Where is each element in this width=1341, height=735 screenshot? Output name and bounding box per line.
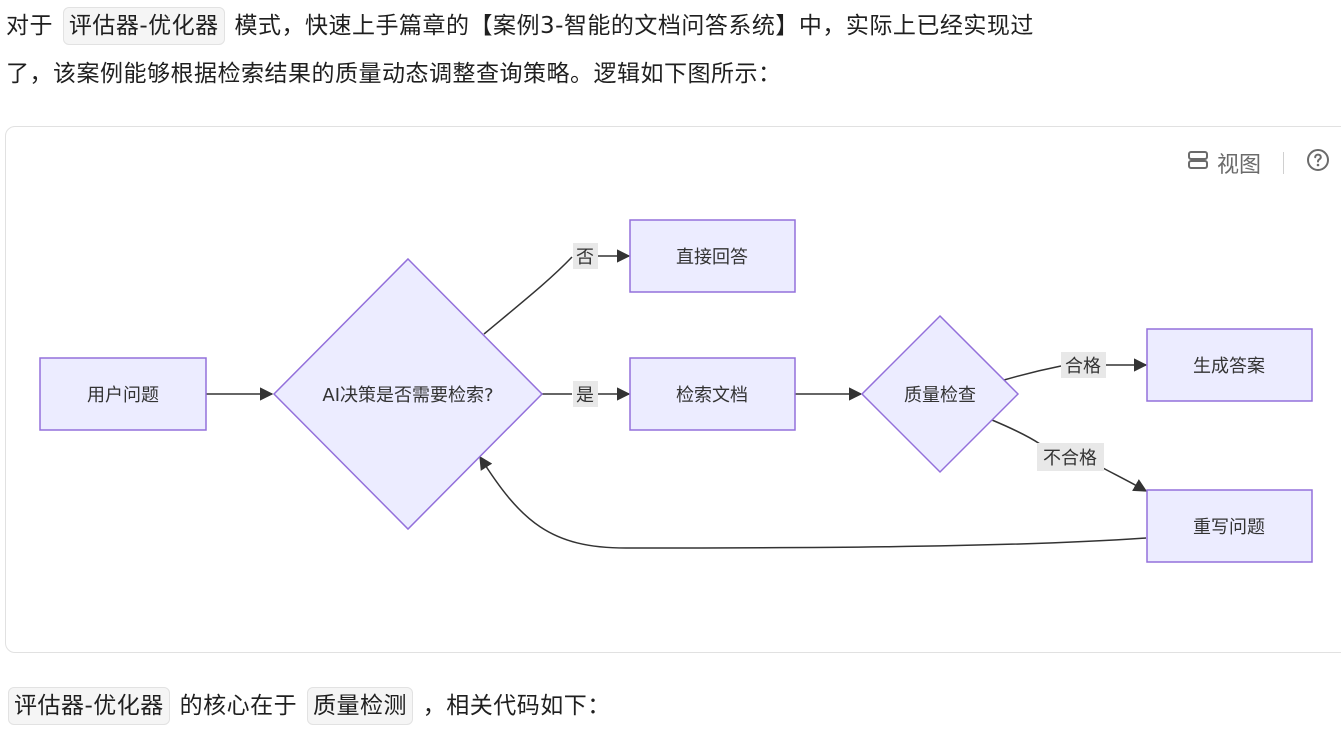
svg-text:质量检查: 质量检查 <box>904 385 976 406</box>
flowchart: 否 是 合格 不合格 用户问题 AI决策是否需要检索? <box>39 219 1313 563</box>
edge-label-no: 否 <box>573 243 598 269</box>
svg-text:AI决策是否需要检索?: AI决策是否需要检索? <box>322 385 493 406</box>
split-view-icon <box>1187 150 1209 176</box>
question-circle-icon <box>1306 148 1330 178</box>
node-ai-decision: AI决策是否需要检索? <box>272 257 544 531</box>
view-button-label: 视图 <box>1216 153 1261 178</box>
intro-paragraph: 对于 评估器-优化器 模式，快速上手篇章的【案例3-智能的文档问答系统】中，实际… <box>6 2 1034 98</box>
edge-label-fail: 不合格 <box>1037 443 1104 471</box>
edge-labels: 否 是 合格 不合格 <box>573 243 1106 471</box>
edge-quality-to-rewrite-tail <box>1100 466 1148 492</box>
node-rewrite-question: 重写问题 <box>1146 489 1313 563</box>
outro-mid: 的核心在于 <box>179 693 298 719</box>
inline-code-evaluator-2: 评估器-优化器 <box>8 687 170 725</box>
inline-code-evaluator: 评估器-优化器 <box>62 7 225 45</box>
svg-text:用户问题: 用户问题 <box>87 385 159 406</box>
intro-line-2: 了，该案例能够根据检索结果的质量动态调整查询策略。逻辑如下图所示： <box>6 61 782 87</box>
svg-text:不合格: 不合格 <box>1043 448 1097 469</box>
svg-text:生成答案: 生成答案 <box>1193 356 1265 377</box>
edge-label-pass: 合格 <box>1061 352 1106 378</box>
edge-label-yes: 是 <box>573 381 598 407</box>
edge-quality-to-generate <box>1003 365 1062 381</box>
edge-rewrite-to-decision <box>479 455 1147 549</box>
svg-text:重写问题: 重写问题 <box>1193 517 1265 538</box>
outro-rest: ，相关代码如下： <box>422 693 611 719</box>
flowchart-card: 视图 <box>5 126 1341 653</box>
node-retrieve-docs: 检索文档 <box>629 357 796 431</box>
inline-code-quality-check: 质量检测 <box>306 687 413 725</box>
intro-line1-rest: 模式，快速上手篇章的【案例3-智能的文档问答系统】中，实际上已经实现过 <box>234 13 1034 39</box>
svg-text:否: 否 <box>576 247 594 268</box>
diagram-toolbar: 视图 <box>1187 147 1330 179</box>
svg-text:合格: 合格 <box>1065 356 1101 377</box>
edge-decision-to-direct <box>483 256 573 335</box>
help-button[interactable] <box>1306 148 1330 178</box>
toolbar-divider <box>1283 152 1284 174</box>
intro-line-1: 对于 评估器-优化器 模式，快速上手篇章的【案例3-智能的文档问答系统】中，实际… <box>6 2 1034 50</box>
edge-quality-to-rewrite <box>991 419 1041 445</box>
flow-edges <box>206 249 1148 549</box>
svg-text:检索文档: 检索文档 <box>676 385 748 406</box>
node-generate-answer: 生成答案 <box>1146 328 1313 402</box>
intro-prefix: 对于 <box>6 13 53 39</box>
node-direct-answer: 直接回答 <box>629 219 796 293</box>
view-button[interactable]: 视图 <box>1187 147 1261 179</box>
node-user-question: 用户问题 <box>39 357 207 431</box>
svg-text:是: 是 <box>576 385 594 406</box>
node-quality-check: 质量检查 <box>860 314 1020 474</box>
svg-text:直接回答: 直接回答 <box>676 247 748 268</box>
outro-paragraph: 评估器-优化器 的核心在于 质量检测 ，相关代码如下： <box>6 682 611 730</box>
